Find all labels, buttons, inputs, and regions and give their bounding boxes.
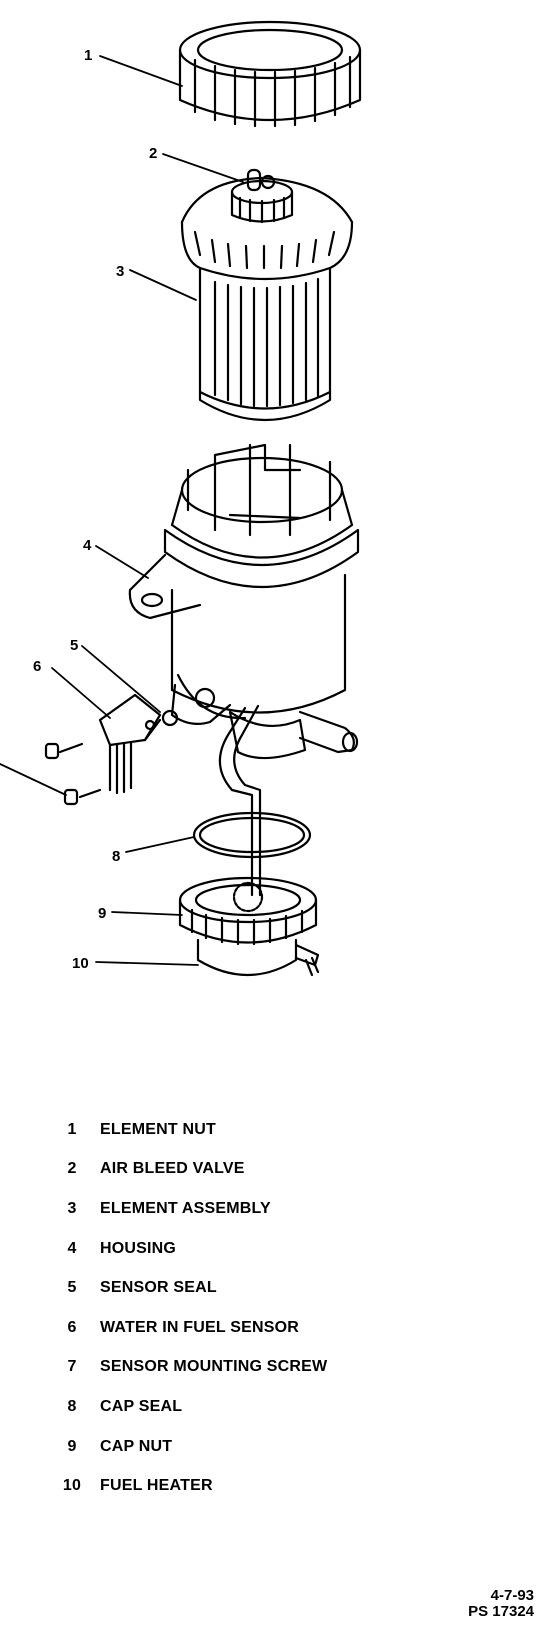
water-in-fuel-sensor-part (98, 693, 162, 795)
legend-item: 6 WATER IN FUEL SENSOR (44, 1308, 327, 1348)
exploded-diagram: 1 2 3 4 5 6 8 9 10 (0, 20, 362, 977)
sensor-seal-part (161, 709, 179, 727)
housing-part (128, 443, 360, 760)
legend-number: 1 (67, 1120, 77, 1138)
sensor-mounting-screws-part (44, 742, 102, 806)
legend-number: 4 (67, 1239, 77, 1257)
legend-number: 2 (67, 1160, 77, 1178)
legend-number: 8 (67, 1397, 77, 1415)
legend-number: 10 (62, 1477, 82, 1495)
callout-labels: 1 2 3 4 5 6 8 9 10 (33, 47, 157, 972)
legend-item: 8 CAP SEAL (44, 1387, 327, 1427)
legend-label: SENSOR MOUNTING SCREW (100, 1358, 328, 1376)
leader-lines (0, 55, 244, 966)
legend-item: 9 CAP NUT (44, 1427, 327, 1467)
element-assembly-part (180, 176, 354, 421)
legend-label: WATER IN FUEL SENSOR (100, 1318, 299, 1336)
element-nut-part (178, 20, 362, 128)
fuel-tube-part (218, 704, 262, 897)
legend-number: 7 (67, 1358, 77, 1376)
legend-item: 1 ELEMENT NUT (44, 1110, 327, 1150)
legend-label: CAP NUT (100, 1437, 173, 1455)
legend-label: SENSOR SEAL (100, 1279, 217, 1297)
legend-label: HOUSING (100, 1239, 177, 1257)
legend-number: 6 (67, 1318, 77, 1336)
legend-label: AIR BLEED VALVE (100, 1160, 245, 1178)
legend-number: 9 (67, 1437, 77, 1455)
callout-6: 6 (33, 658, 41, 675)
legend-item: 2 AIR BLEED VALVE (44, 1150, 327, 1190)
cap-nut-part (178, 876, 318, 946)
callout-8: 8 (112, 848, 120, 865)
callout-10: 10 (72, 955, 89, 972)
callout-5: 5 (70, 637, 78, 654)
footer-code: PS 17324 (468, 1603, 534, 1620)
legend-label: FUEL HEATER (100, 1477, 213, 1495)
legend-item: 10 FUEL HEATER (44, 1466, 327, 1506)
callout-4: 4 (83, 537, 92, 554)
figure-footer: 4-7-93 PS 17324 (468, 1588, 534, 1620)
legend-label: CAP SEAL (100, 1397, 183, 1415)
callout-1: 1 (84, 47, 92, 64)
legend-item: 7 SENSOR MOUNTING SCREW (44, 1348, 327, 1388)
callout-9: 9 (98, 905, 106, 922)
legend-item: 3 ELEMENT ASSEMBLY (44, 1189, 327, 1229)
callout-3: 3 (116, 263, 124, 280)
legend-label: ELEMENT NUT (100, 1120, 216, 1138)
cap-seal-part (192, 811, 312, 859)
legend-item: 5 SENSOR SEAL (44, 1268, 327, 1308)
fuel-heater-part (196, 938, 320, 977)
legend-item: 4 HOUSING (44, 1229, 327, 1269)
legend-number: 3 (67, 1199, 77, 1217)
footer-date: 4-7-93 (490, 1587, 534, 1604)
legend-label: ELEMENT ASSEMBLY (100, 1199, 271, 1217)
legend-number: 5 (67, 1279, 77, 1297)
parts-legend: 1 ELEMENT NUT 2 AIR BLEED VALVE 3 ELEMENT A… (44, 1110, 327, 1506)
callout-2: 2 (149, 145, 157, 162)
